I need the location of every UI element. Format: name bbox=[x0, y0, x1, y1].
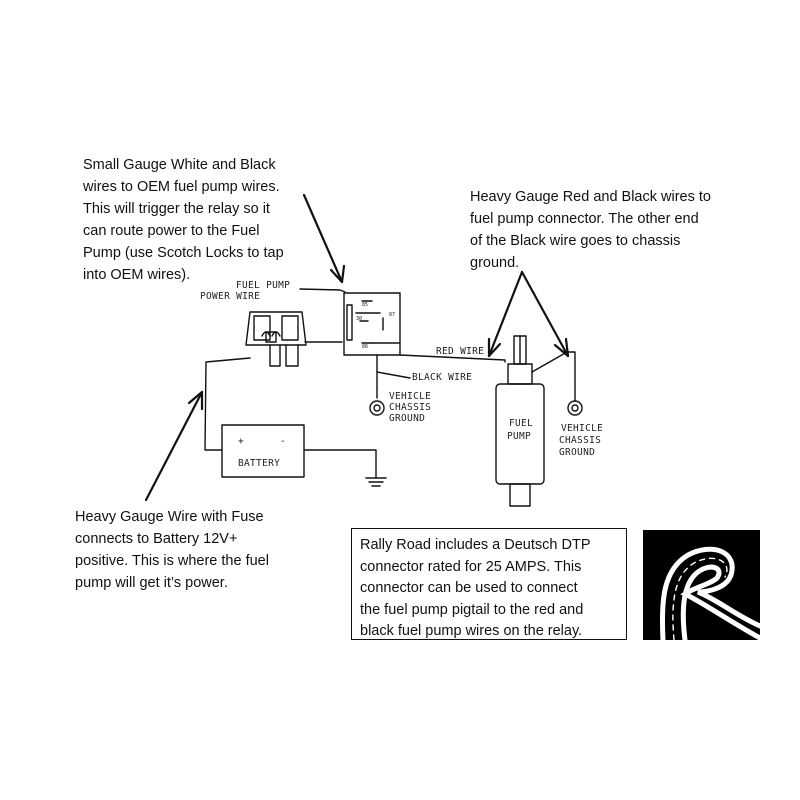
fuel-pump-body bbox=[495, 335, 545, 507]
label-black-wire: BLACK WIRE bbox=[412, 372, 472, 383]
label-red-wire: RED WIRE bbox=[436, 346, 484, 357]
pump-black-wire bbox=[531, 351, 576, 393]
rally-road-logo-icon bbox=[643, 530, 760, 640]
note-pump-connector: Heavy Gauge Red and Black wires to fuel … bbox=[470, 189, 711, 271]
label-fuel-pump: FUEL PUMP bbox=[236, 280, 290, 291]
label-battery-minus: - bbox=[280, 436, 286, 447]
fuel-pump-power-wire-line bbox=[299, 288, 346, 293]
note-fused-power: Heavy Gauge Wire with Fuse connects to B… bbox=[75, 509, 269, 591]
label-battery: BATTERY bbox=[238, 458, 280, 469]
arrow-top-left bbox=[302, 193, 344, 284]
relay-pin-85: 85 bbox=[362, 302, 368, 308]
relay-pin-30: 30 bbox=[356, 316, 362, 322]
relay-pin-86: 86 bbox=[362, 344, 368, 350]
label-ground-2-line2: CHASSIS bbox=[559, 435, 601, 446]
battery-positive-wire bbox=[204, 357, 251, 451]
label-pump-line2: PUMP bbox=[507, 431, 531, 442]
fuse-holder bbox=[245, 311, 307, 367]
label-ground-1-line2: CHASSIS bbox=[389, 402, 431, 413]
arrow-red-wire bbox=[487, 270, 524, 358]
label-ground-2-line1: VEHICLE bbox=[561, 423, 603, 434]
note-relay-trigger: Small Gauge White and Black wires to OEM… bbox=[83, 157, 284, 283]
label-ground-2-line3: GROUND bbox=[559, 447, 595, 458]
arrow-black-wire bbox=[520, 270, 570, 358]
ring-terminal-2 bbox=[567, 391, 583, 416]
label-pump-line1: FUEL bbox=[509, 418, 533, 429]
relay bbox=[343, 292, 401, 356]
label-power-wire: POWER WIRE bbox=[200, 291, 260, 302]
battery bbox=[221, 424, 387, 487]
label-ground-1-line3: GROUND bbox=[389, 413, 425, 424]
label-battery-plus: + bbox=[238, 436, 244, 447]
info-box-deutsch-connector: Rally Road includes a Deutsch DTP connec… bbox=[351, 528, 627, 640]
label-ground-1-line1: VEHICLE bbox=[389, 391, 431, 402]
red-wire bbox=[399, 354, 506, 363]
relay-pin-87: 87 bbox=[389, 312, 395, 318]
arrow-bottom-left bbox=[144, 390, 204, 502]
ring-terminal-1 bbox=[369, 387, 385, 416]
